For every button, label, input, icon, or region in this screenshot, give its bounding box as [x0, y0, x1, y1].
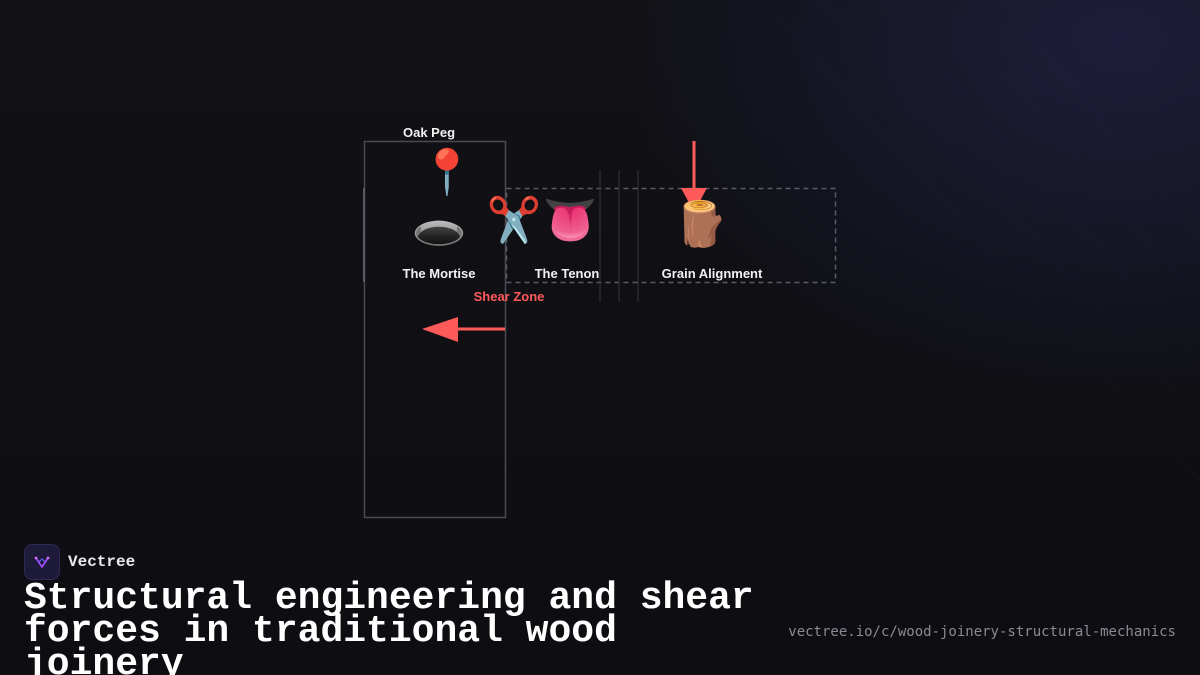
tenon-node: 👅 [490, 196, 650, 246]
shear-force-arrow [422, 317, 505, 342]
oak-peg-label: Oak Peg [402, 125, 456, 140]
shear-zone-label: Shear Zone [473, 289, 545, 304]
source-url[interactable]: vectree.io/c/wood-joinery-structural-mec… [788, 624, 1176, 640]
pin-icon: 📍 [419, 147, 475, 198]
mortise-box [363, 140, 507, 519]
page-title: Structural engineering and shear forces … [24, 577, 754, 675]
grain-alignment-label: Grain Alignment [661, 266, 763, 281]
brand: Vectree [24, 544, 135, 580]
mortise-label: The Mortise [402, 266, 476, 281]
downward-force-arrow [681, 141, 707, 212]
scissors-icon: ✂️ [486, 195, 542, 246]
brand-name: Vectree [68, 553, 136, 571]
oak-peg-node: 📍 [367, 148, 527, 198]
grain-node: 🪵 [621, 200, 781, 250]
hole-icon: 🕳️ [411, 201, 467, 252]
tenon-label: The Tenon [534, 266, 600, 281]
vectree-logo-icon [24, 544, 60, 580]
tongue-icon: 👅 [542, 195, 598, 246]
tenon-dashed-box [505, 187, 837, 284]
mortise-node: 🕳️ [359, 202, 519, 252]
shear-node: ✂️ [434, 196, 594, 246]
log-icon: 🪵 [673, 199, 729, 250]
